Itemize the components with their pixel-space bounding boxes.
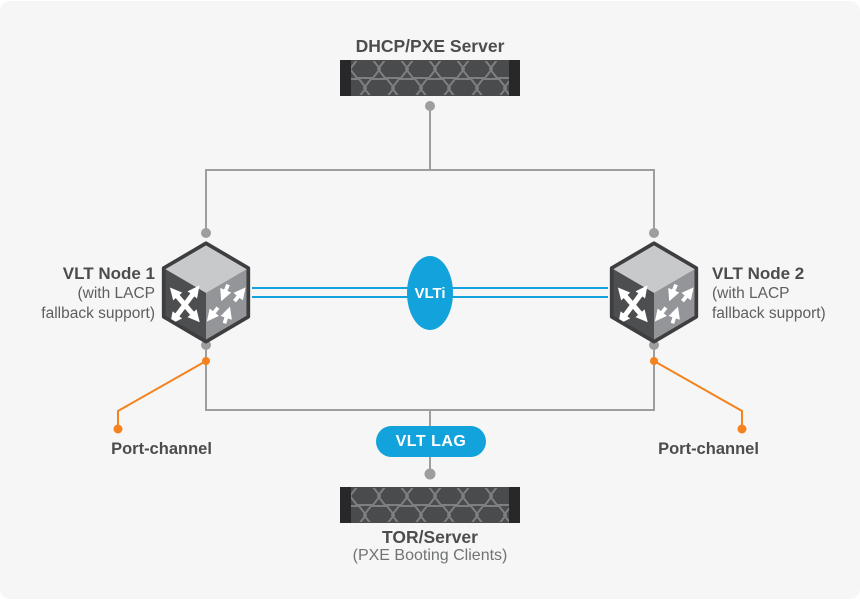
vlti-badge: VLTi (407, 256, 453, 330)
port-channel-label-left: Port-channel (111, 440, 212, 458)
vlt-lag-badge: VLT LAG (376, 426, 486, 457)
vlt-node2-label: VLT Node 2 (with LACP fallback support) (712, 263, 860, 323)
uplink-lines (205, 106, 655, 233)
port-channel-label-right: Port-channel (658, 440, 759, 458)
vlti-label: VLTi (414, 284, 446, 302)
vlt-node1-title: VLT Node 1 (62, 264, 155, 283)
vlt-node2-title: VLT Node 2 (712, 264, 805, 283)
tor-server-title: TOR/Server (382, 527, 478, 547)
gray-junction-dots (201, 101, 659, 480)
switch-icon-node2 (609, 241, 699, 344)
vlt-node2-subtitle-line2: fallback support) (712, 304, 826, 322)
vlt-lag-label: VLT LAG (395, 432, 467, 450)
orange-junction-dots (113, 357, 747, 434)
vlt-node2-subtitle-line1: (with LACP (712, 285, 790, 302)
server-rack-icon-top (340, 60, 520, 96)
tor-server-subtitle: (PXE Booting Clients) (352, 547, 508, 564)
dhcp-pxe-server-label: DHCP/PXE Server (355, 36, 505, 56)
port-channel-pointer-right (653, 360, 743, 429)
vlt-node1-subtitle-line1: (with LACP (77, 285, 155, 302)
server-rack-icon-bottom (340, 487, 520, 523)
vlt-node1-label: VLT Node 1 (with LACP fallback support) (0, 263, 155, 323)
switch-icon-node1 (161, 241, 251, 344)
vlt-node1-subtitle-line2: fallback support) (41, 304, 155, 322)
port-channel-pointer-left (117, 360, 207, 429)
